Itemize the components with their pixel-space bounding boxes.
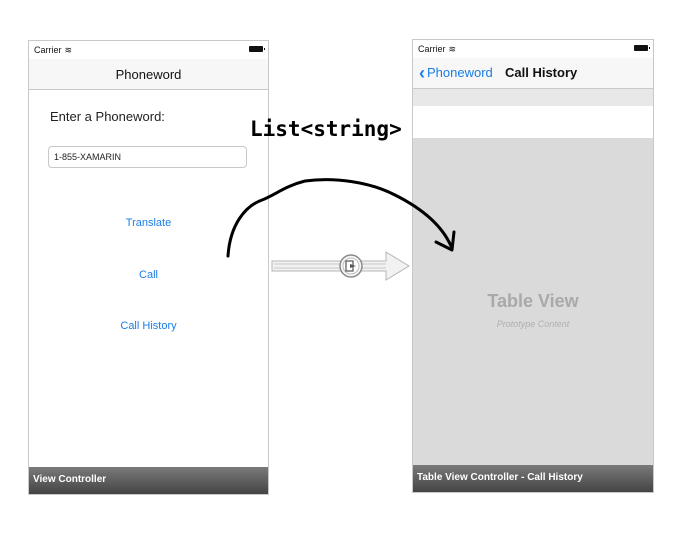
prototype-cell[interactable] xyxy=(413,106,653,138)
segue-icon[interactable] xyxy=(339,254,363,278)
table-view-controller-scene-bar[interactable]: Table View Controller - Call History xyxy=(413,465,653,492)
navigation-bar: ‹Phoneword Call History xyxy=(413,58,653,89)
nav-title: Call History xyxy=(505,65,578,80)
translate-button[interactable]: Translate xyxy=(125,217,172,229)
call-button[interactable]: Call xyxy=(139,269,158,281)
view-controller-scene-bar[interactable]: View Controller xyxy=(29,467,268,494)
annotation-label: List<string> xyxy=(250,117,402,141)
back-chevron-icon: ‹ xyxy=(419,63,425,83)
nav-title: Phoneword xyxy=(115,67,182,82)
wifi-icon: ≋ xyxy=(64,45,73,55)
enter-phoneword-label: Enter a Phoneword: xyxy=(50,109,165,124)
phoneword-text-field[interactable]: 1-855-XAMARIN xyxy=(48,146,247,168)
table-view-placeholder-title: Table View xyxy=(487,291,579,311)
hand-drawn-arrow-icon xyxy=(226,178,456,258)
battery-icon xyxy=(634,45,650,51)
view-controller-scene: Carrier≋ Phoneword Enter a Phoneword: 1-… xyxy=(28,40,269,495)
call-history-button[interactable]: Call History xyxy=(120,320,177,332)
table-view[interactable] xyxy=(413,138,653,465)
status-bar: Carrier≋ xyxy=(413,40,653,58)
wifi-icon: ≋ xyxy=(448,44,457,54)
carrier-label: Carrier≋ xyxy=(418,44,457,54)
back-button[interactable]: ‹Phoneword xyxy=(419,63,493,83)
table-view-controller-scene: Carrier≋ ‹Phoneword Call History Table V… xyxy=(412,39,654,493)
battery-icon xyxy=(249,46,265,52)
segue-arrow[interactable] xyxy=(271,251,410,281)
carrier-label: Carrier≋ xyxy=(34,45,73,55)
navigation-bar: Phoneword xyxy=(29,59,268,90)
prototype-content-label: Prototype Content xyxy=(496,319,570,329)
status-bar: Carrier≋ xyxy=(29,41,268,59)
